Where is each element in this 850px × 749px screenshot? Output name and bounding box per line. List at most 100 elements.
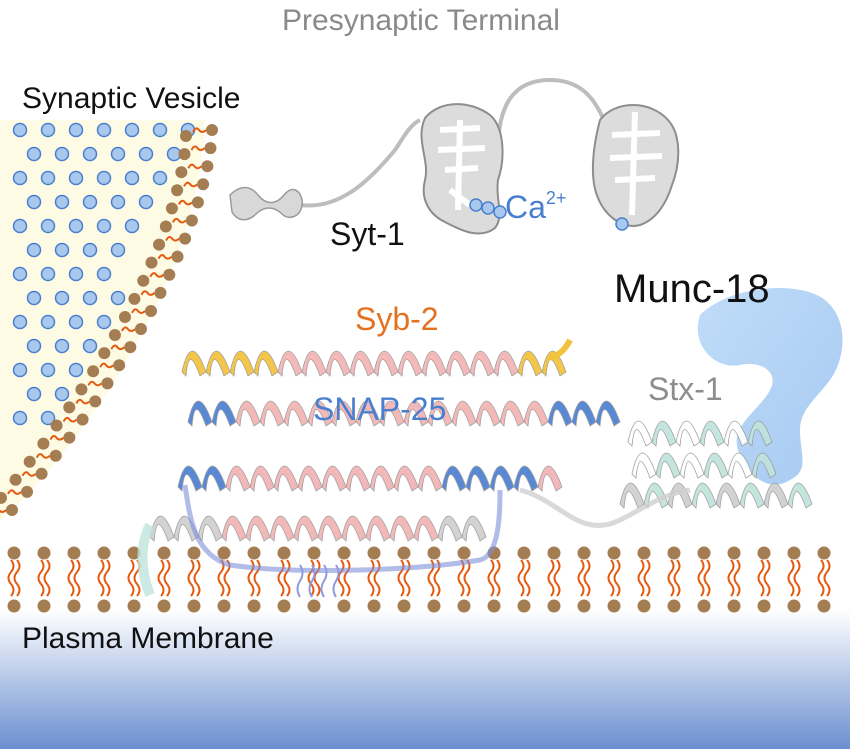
helix-turn bbox=[177, 465, 203, 492]
stx1-habc-helix bbox=[619, 482, 813, 509]
lipid-head bbox=[727, 546, 741, 560]
plasma-membrane-bilayer bbox=[7, 546, 831, 613]
helix-turn bbox=[751, 452, 777, 479]
helix-turn bbox=[149, 515, 175, 542]
lipid-head bbox=[63, 431, 76, 444]
lipid-tail bbox=[73, 559, 81, 597]
helix-turn bbox=[253, 350, 279, 377]
lipid-tail bbox=[493, 559, 501, 597]
helix-turn bbox=[369, 465, 395, 492]
lipid-head bbox=[67, 546, 81, 560]
stx1-tm-helix bbox=[137, 522, 155, 597]
lipid-head bbox=[134, 323, 147, 336]
neurotransmitter bbox=[96, 314, 112, 330]
lipid-head bbox=[154, 286, 167, 299]
helix-turn bbox=[723, 420, 749, 447]
neurotransmitter bbox=[82, 146, 98, 162]
calcium-ion bbox=[481, 201, 495, 215]
neurotransmitter bbox=[68, 218, 84, 234]
lipid-tail bbox=[127, 559, 135, 597]
lipid-head bbox=[427, 546, 441, 560]
calcium-ion bbox=[493, 205, 507, 219]
neurotransmitter bbox=[54, 338, 70, 354]
neurotransmitter bbox=[96, 170, 112, 186]
lipid-head bbox=[89, 395, 102, 408]
snap25-helix-lower bbox=[177, 465, 563, 492]
helix-turn bbox=[699, 420, 725, 447]
neurotransmitter bbox=[152, 170, 168, 186]
lipid-head bbox=[153, 238, 166, 251]
helix-turn bbox=[355, 400, 381, 427]
lipid-tail bbox=[178, 199, 193, 206]
lipid-head bbox=[21, 485, 34, 498]
lipid-tail bbox=[727, 559, 735, 597]
lipid-head bbox=[76, 413, 89, 426]
lipid-tail bbox=[703, 559, 711, 597]
helix-turn bbox=[283, 400, 309, 427]
neurotransmitter bbox=[12, 410, 28, 426]
neurotransmitter bbox=[26, 338, 42, 354]
neurotransmitter bbox=[96, 266, 112, 282]
syb2-label: Syb-2 bbox=[355, 301, 439, 337]
helix-turn bbox=[205, 350, 231, 377]
lipid-head bbox=[757, 599, 771, 613]
lipid-tail bbox=[183, 181, 198, 188]
helix-turn bbox=[523, 400, 549, 427]
lipid-head bbox=[787, 546, 801, 560]
helix-turn bbox=[441, 465, 467, 492]
helix-turn bbox=[413, 515, 439, 542]
lipid-head bbox=[547, 546, 561, 560]
syt1-c2a-domain bbox=[420, 103, 504, 235]
lipid-tail bbox=[343, 559, 351, 597]
calcium-ion bbox=[469, 198, 483, 212]
syb2-helix bbox=[181, 350, 567, 377]
helix-turn bbox=[331, 400, 357, 427]
lipid-tail bbox=[187, 559, 195, 597]
calcium-ions bbox=[469, 198, 629, 231]
neurotransmitter bbox=[110, 194, 126, 210]
neurotransmitter bbox=[26, 290, 42, 306]
helix-turn bbox=[277, 350, 303, 377]
helix-turn bbox=[307, 400, 333, 427]
lipid-tail bbox=[283, 559, 291, 597]
helix-turn bbox=[493, 350, 519, 377]
lipid-head bbox=[367, 599, 381, 613]
helix-turn bbox=[235, 400, 261, 427]
helix-turn bbox=[321, 465, 347, 492]
lipid-head bbox=[577, 546, 591, 560]
lipid-head bbox=[159, 220, 172, 233]
lipid-head bbox=[144, 304, 157, 317]
helix-turn bbox=[787, 482, 813, 509]
lipid-tail bbox=[140, 290, 156, 296]
neurotransmitter bbox=[12, 362, 28, 378]
helix-turn bbox=[269, 515, 295, 542]
lipid-tail bbox=[337, 559, 345, 597]
neurotransmitter bbox=[68, 362, 84, 378]
lipid-tail bbox=[607, 559, 615, 597]
lipid-head bbox=[607, 546, 621, 560]
lipid-tail bbox=[37, 559, 45, 597]
stx1-habc-helix bbox=[631, 452, 777, 479]
neurotransmitter bbox=[124, 170, 140, 186]
lipid-tail bbox=[373, 559, 381, 597]
helix-turn bbox=[317, 515, 343, 542]
lipid-head bbox=[727, 599, 741, 613]
neurotransmitter bbox=[110, 290, 126, 306]
lipid-head bbox=[127, 599, 141, 613]
lipid-head bbox=[185, 214, 198, 227]
stx1-helix-snare bbox=[149, 515, 487, 542]
lipid-tail bbox=[367, 559, 375, 597]
helix-turn bbox=[461, 515, 487, 542]
lipid-tail bbox=[190, 145, 206, 152]
lipid-head bbox=[179, 232, 192, 245]
helix-turn bbox=[451, 400, 477, 427]
lipid-head bbox=[817, 546, 831, 560]
calcium-ion bbox=[615, 217, 629, 231]
neurotransmitter bbox=[124, 122, 140, 138]
lipid-tail bbox=[667, 559, 675, 597]
helix-turn bbox=[667, 482, 693, 509]
lipid-head bbox=[98, 347, 111, 360]
munc18-label: Munc-18 bbox=[614, 267, 770, 311]
helix-turn bbox=[181, 350, 207, 377]
